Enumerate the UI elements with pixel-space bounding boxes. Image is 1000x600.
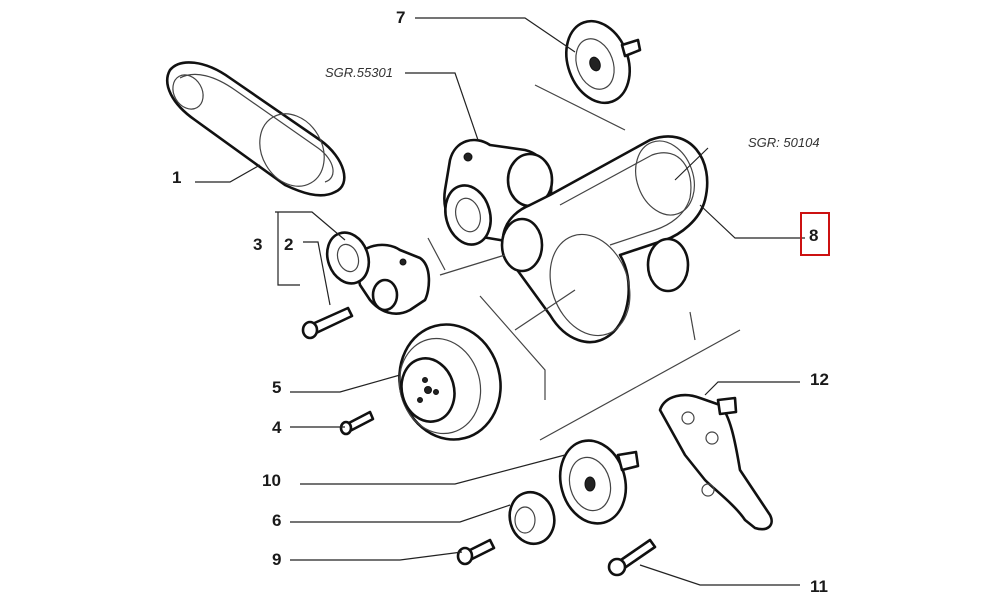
sgr-reference-50104[interactable]: SGR: 50104: [748, 135, 820, 150]
tensioner-bolt[interactable]: [301, 306, 354, 340]
bushing-cap[interactable]: [504, 487, 560, 549]
idler-pulley-top[interactable]: [555, 12, 642, 111]
callout-10[interactable]: 10: [262, 471, 281, 490]
callout-11[interactable]: 11: [810, 577, 828, 596]
callout-2[interactable]: 2: [284, 235, 293, 254]
callout-3[interactable]: 3: [253, 235, 262, 254]
callout-12[interactable]: 12: [810, 370, 829, 389]
callout-7[interactable]: 7: [396, 8, 405, 27]
idler-pulley-lower[interactable]: [551, 433, 640, 531]
bolt-11[interactable]: [607, 538, 657, 577]
callout-5[interactable]: 5: [272, 378, 281, 397]
crankshaft-pulley[interactable]: [387, 313, 514, 451]
mounting-bracket[interactable]: [658, 393, 773, 531]
callout-4[interactable]: 4: [272, 418, 282, 437]
callout-8[interactable]: 8: [809, 226, 818, 245]
callout-8-highlight-box: [800, 212, 830, 256]
pulley-bolt[interactable]: [339, 410, 375, 436]
belt-large[interactable]: [500, 133, 709, 347]
leader-lines: [195, 17, 805, 586]
belt-small[interactable]: [165, 61, 346, 197]
callout-6[interactable]: 6: [272, 511, 281, 530]
bolt-9[interactable]: [456, 538, 496, 566]
guide-lines: [427, 84, 741, 441]
callout-9[interactable]: 9: [272, 550, 281, 569]
sgr-reference-55301[interactable]: SGR.55301: [325, 65, 393, 80]
tensioner-pulley[interactable]: [320, 227, 431, 315]
callout-1[interactable]: 1: [172, 168, 181, 187]
